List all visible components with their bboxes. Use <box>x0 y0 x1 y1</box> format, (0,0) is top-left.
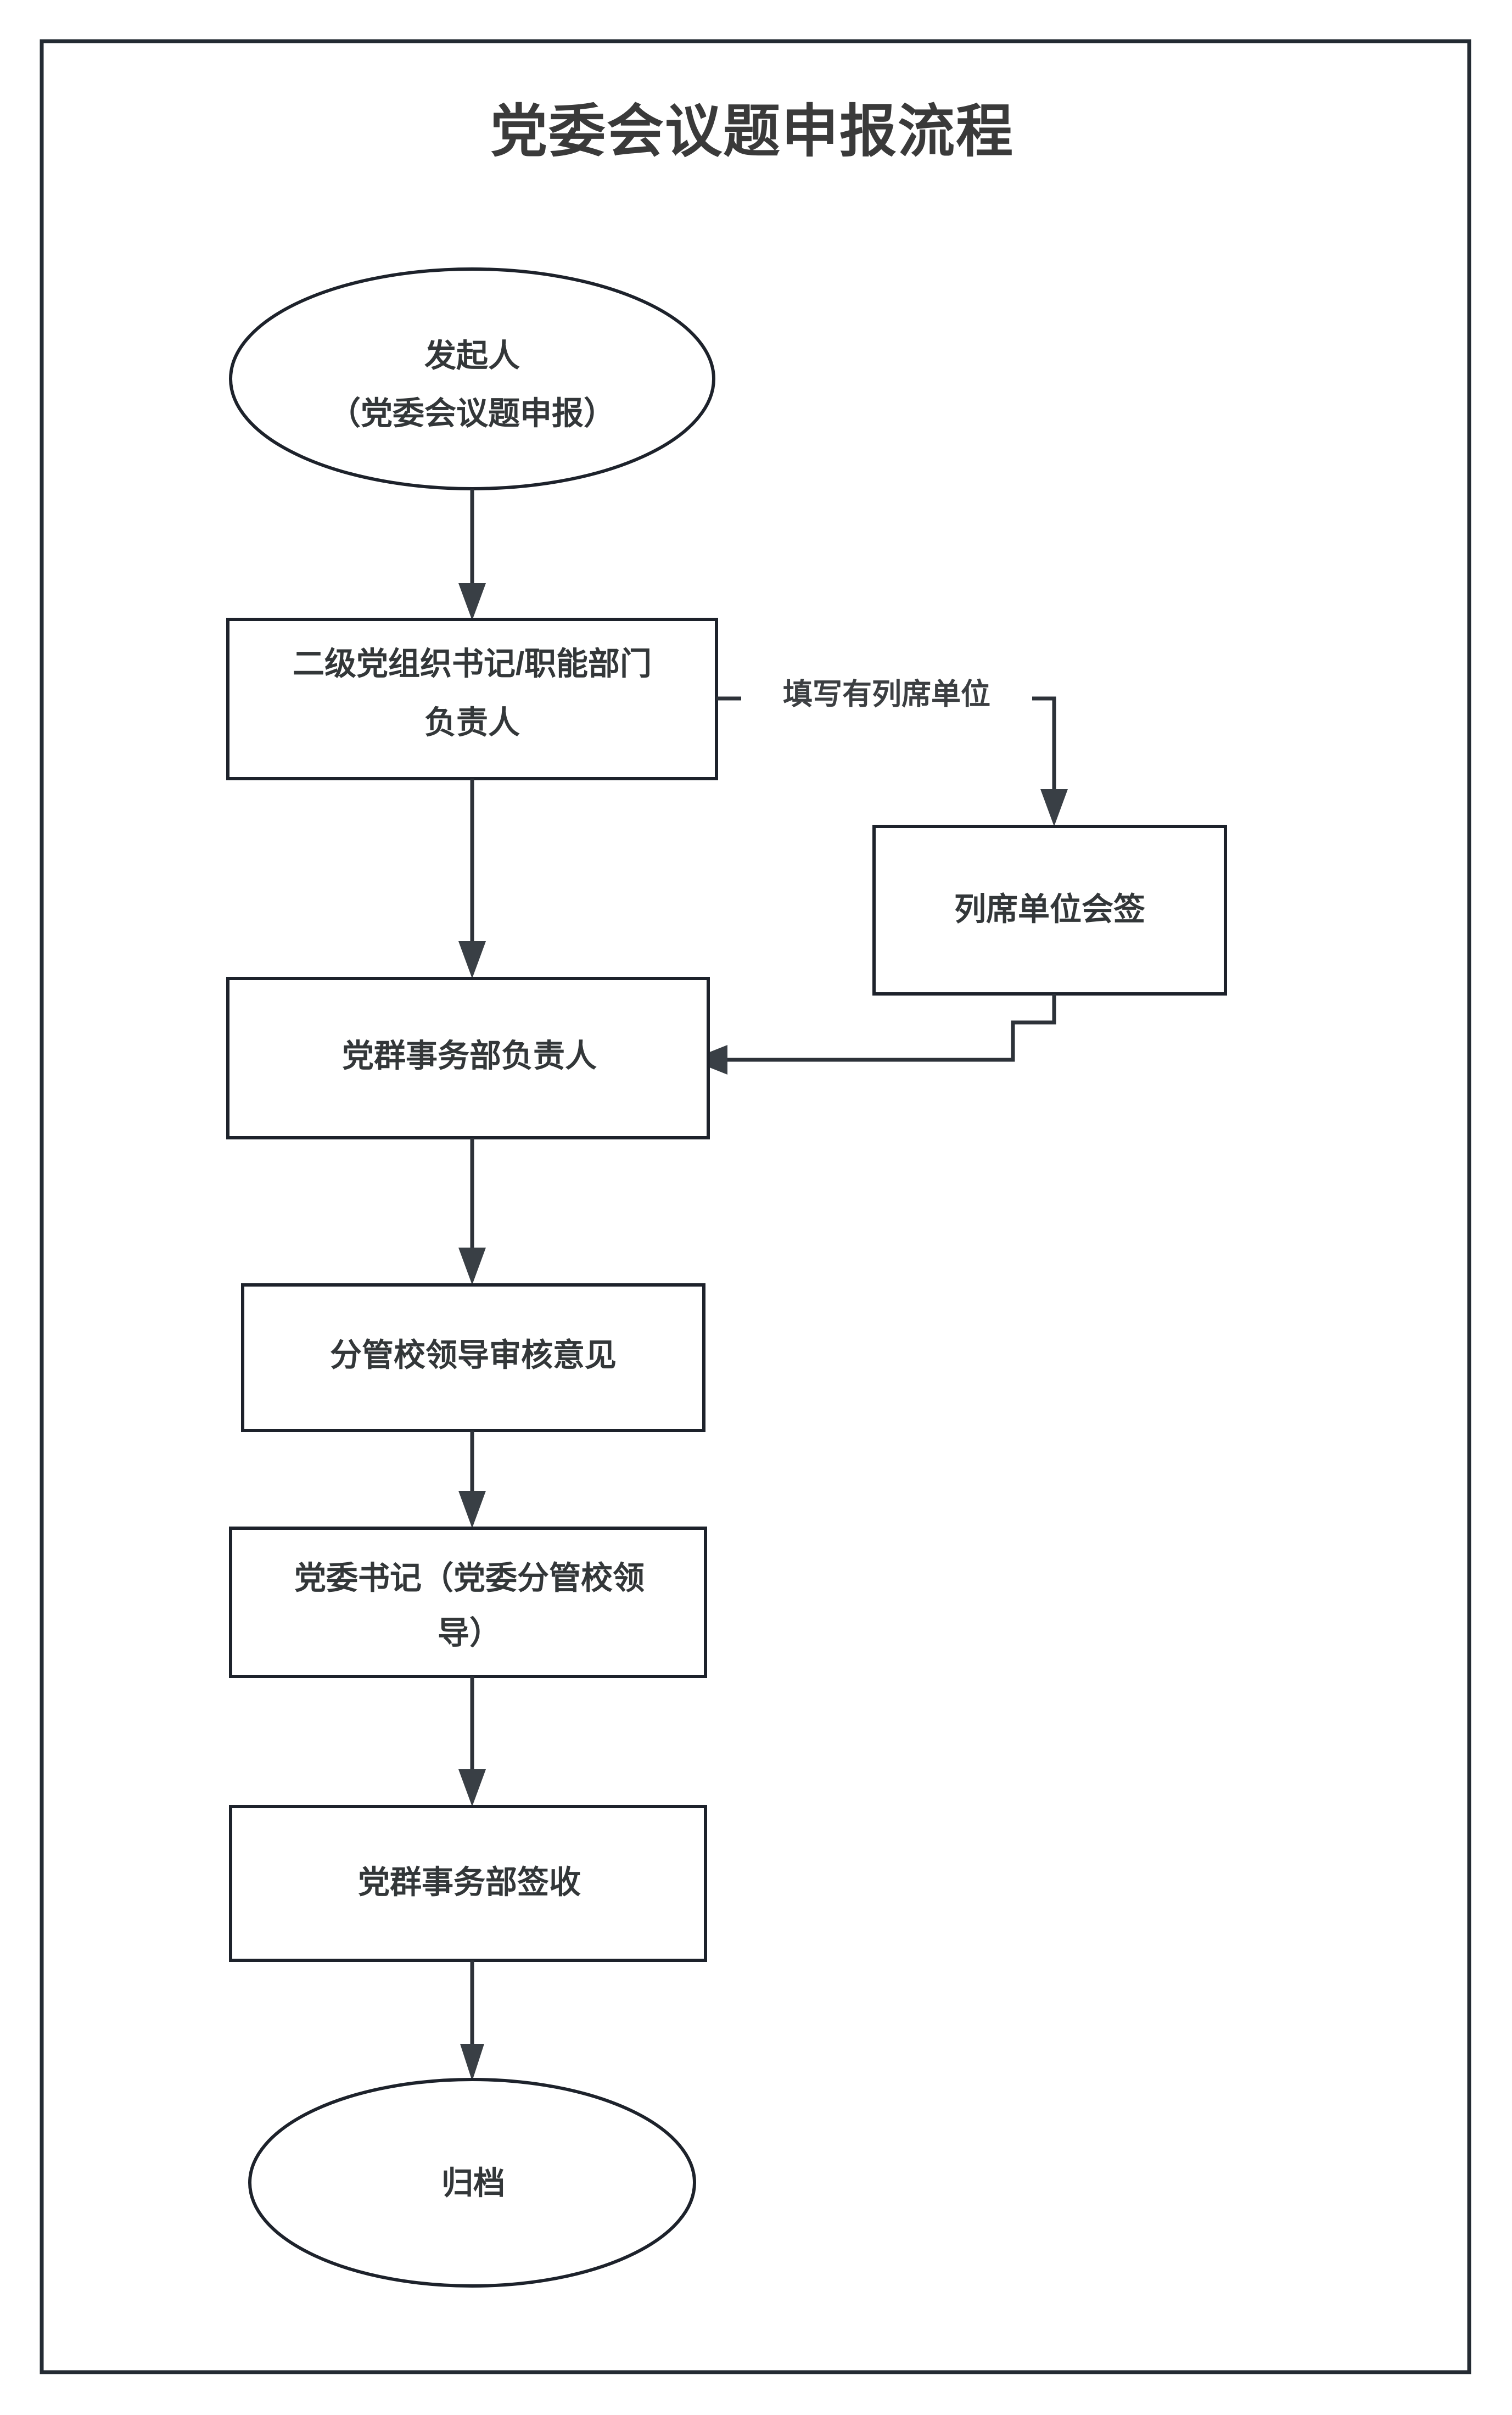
node-receipt-shape[interactable] <box>229 1805 707 1962</box>
page-title: 党委会议题申报流程 <box>490 100 1014 164</box>
node-secretary-label-line2: 负责人 <box>424 705 520 740</box>
edge-label-branch: 填写有列席单位 <box>783 678 990 711</box>
node-start-label-line1: 发起人 <box>424 338 520 373</box>
node-vice-leader-label: 分管校领导审核意见 <box>330 1337 617 1373</box>
node-archive-label: 归档 <box>441 2165 505 2201</box>
edge-secretary-to-party-office-arrowhead <box>458 941 486 979</box>
page-border <box>40 39 1471 2374</box>
edge-receipt-to-archive-arrowhead <box>460 2044 484 2081</box>
node-party-office-shape[interactable] <box>226 977 710 1139</box>
node-start-shape[interactable] <box>229 267 715 490</box>
node-party-chief-label-line1: 党委书记（党委分管校领 <box>294 1560 645 1596</box>
edge-secretary-to-attendees-arrowhead <box>1040 789 1068 826</box>
node-party-chief-label-line2: 导） <box>438 1615 501 1651</box>
node-attendees-label: 列席单位会签 <box>954 891 1145 927</box>
edge-party-office-to-vice-leader-arrowhead <box>458 1248 486 1285</box>
edge-attendees-to-party-office <box>708 994 1056 1062</box>
node-archive-shape[interactable] <box>248 2078 696 2288</box>
edge-start-to-secretary-arrowhead <box>458 583 486 620</box>
node-party-office-label: 党群事务部负责人 <box>342 1038 597 1074</box>
edge-vice-leader-to-party-chief-arrowhead <box>458 1491 486 1528</box>
node-start-label-line2: （党委会议题申报） <box>329 395 615 431</box>
edge-party-chief-to-receipt-arrowhead <box>458 1769 486 1807</box>
node-receipt-label: 党群事务部签收 <box>358 1864 581 1900</box>
node-attendees-shape[interactable] <box>872 825 1227 996</box>
node-secretary-shape[interactable] <box>226 618 718 780</box>
node-party-chief-shape[interactable] <box>229 1527 707 1678</box>
node-secretary-label-line1: 二级党组织书记/职能部门 <box>293 646 652 681</box>
edge-secretary-to-attendees-elbow <box>1032 696 1056 813</box>
